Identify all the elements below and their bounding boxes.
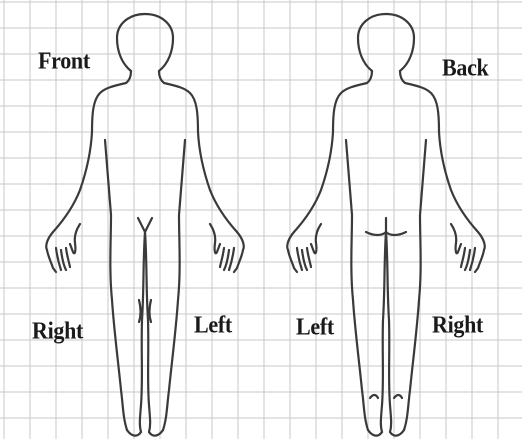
front-label: Front — [38, 47, 90, 75]
front-left-label: Left — [194, 311, 232, 339]
back-right-label: Right — [432, 311, 483, 339]
front-right-label: Right — [32, 317, 83, 345]
back-left-label: Left — [296, 313, 334, 341]
back-label: Back — [442, 54, 488, 82]
